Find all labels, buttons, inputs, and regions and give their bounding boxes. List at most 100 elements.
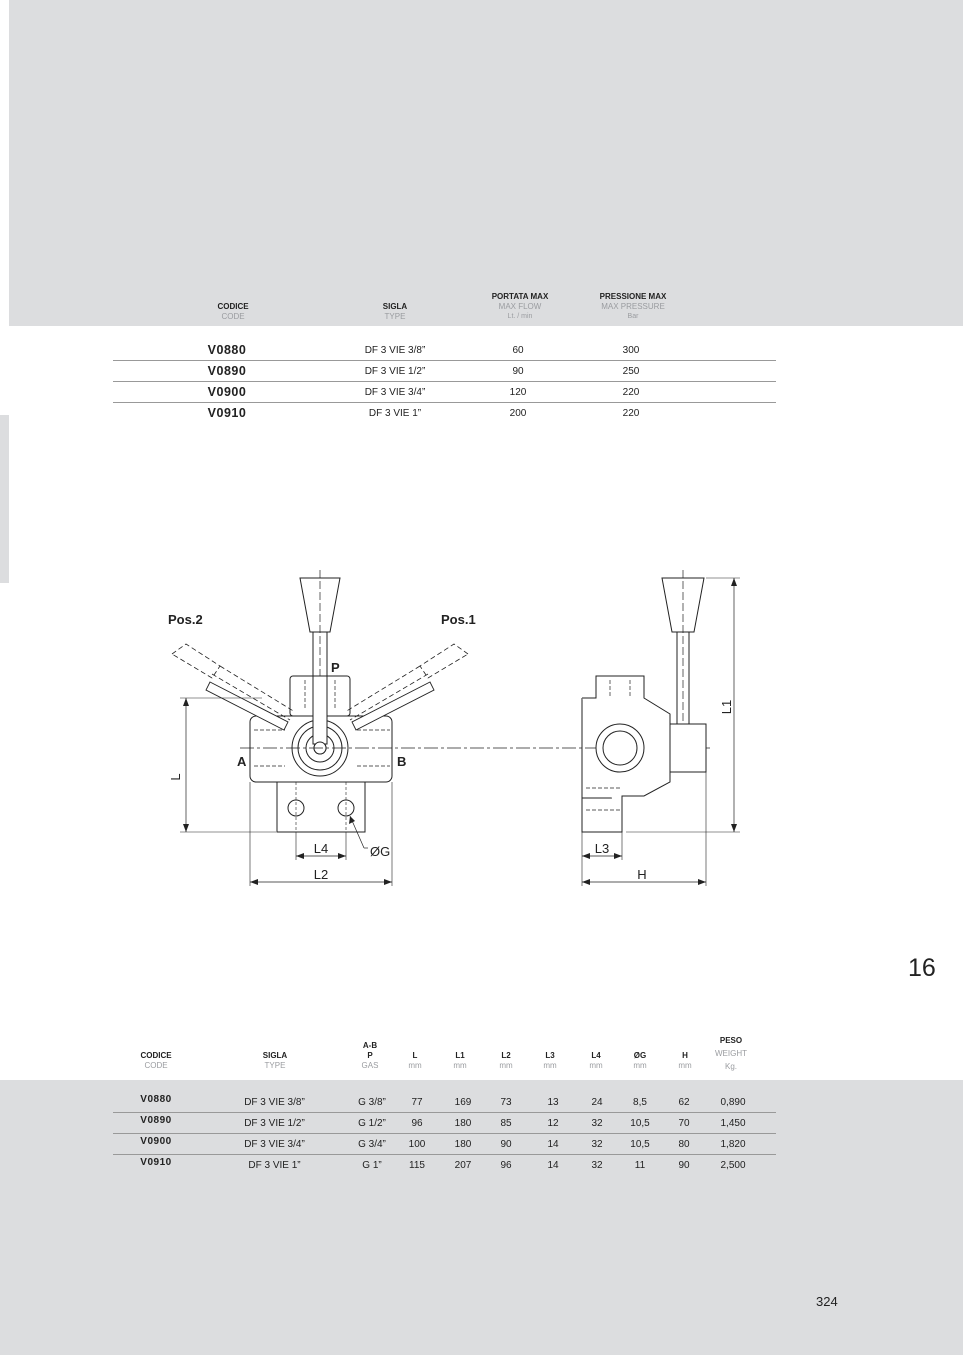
product-code: V0890	[207, 364, 247, 378]
dim-h: 70	[678, 1118, 690, 1129]
max-flow: 200	[509, 408, 527, 419]
dim-l3: 14	[547, 1139, 559, 1150]
t1-header-pressure: PRESSIONE MAX MAX PRESSURE Bar	[599, 292, 667, 320]
dim-l1: 207	[454, 1160, 472, 1171]
gas-size: G 3/4”	[358, 1139, 386, 1150]
side-tab	[0, 415, 9, 583]
dim-h: 62	[678, 1097, 690, 1108]
product-code: V0910	[207, 406, 247, 420]
product-type: DF 3 VIE 1/2”	[364, 366, 426, 377]
dim-l-label: L	[168, 773, 183, 780]
max-pressure: 220	[622, 387, 640, 398]
chapter-number: 16	[908, 954, 936, 982]
t2-header-l2: L2 mm	[499, 1051, 513, 1070]
dim-l4: 24	[591, 1097, 603, 1108]
max-flow: 120	[509, 387, 527, 398]
dim-l3: 12	[547, 1118, 559, 1129]
product-type: DF 3 VIE 1/2”	[244, 1118, 305, 1129]
port-a-label: A	[237, 754, 247, 769]
dim-l1-label: L1	[719, 700, 734, 714]
dim-h-label: H	[637, 867, 646, 882]
dim-g: 11	[634, 1160, 646, 1171]
product-code: V0910	[140, 1157, 172, 1168]
max-flow: 60	[512, 345, 524, 356]
t2-header-l: L mm	[408, 1051, 422, 1070]
dim-l4-label: L4	[314, 841, 328, 856]
product-code: V0900	[140, 1136, 172, 1147]
gas-size: G 1”	[362, 1160, 382, 1171]
t2-header-h: H mm	[678, 1051, 692, 1070]
pos1-label: Pos.1	[441, 612, 476, 627]
row-divider	[113, 1154, 776, 1155]
dim-l3: 14	[547, 1160, 559, 1171]
dim-l: 115	[409, 1160, 425, 1171]
gas-size: G 3/8”	[358, 1097, 386, 1108]
t2-header-l3: L3 mm	[543, 1051, 557, 1070]
max-flow: 90	[512, 366, 524, 377]
port-b-label: B	[397, 754, 406, 769]
row-divider	[113, 1133, 776, 1134]
dim-l2: 90	[500, 1139, 512, 1150]
dim-l: 96	[411, 1118, 423, 1129]
dim-l: 77	[411, 1097, 423, 1108]
dim-l2: 73	[500, 1097, 512, 1108]
product-type: DF 3 VIE 3/4”	[244, 1139, 305, 1150]
product-code: V0880	[207, 343, 247, 357]
t2-header-code: CODICE CODE	[140, 1051, 172, 1070]
product-code: V0880	[140, 1094, 172, 1105]
dim-g: 10,5	[630, 1139, 650, 1150]
gas-size: G 1/2”	[358, 1118, 386, 1129]
dim-l: 100	[408, 1139, 426, 1150]
top-header-band	[9, 0, 963, 326]
product-code: V0900	[207, 385, 247, 399]
table2-body: V0880 DF 3 VIE 3/8” G 3/8” 77 169 73 13 …	[0, 1090, 963, 1171]
dim-g: 8,5	[633, 1097, 647, 1108]
row-divider	[113, 402, 776, 403]
port-p-label: P	[331, 660, 340, 675]
dim-h: 80	[678, 1139, 690, 1150]
dim-g-label: ØG	[370, 844, 390, 859]
dim-l2-label: L2	[314, 867, 328, 882]
bottom-band	[0, 1080, 963, 1355]
t1-header-type: SIGLA TYPE	[382, 302, 408, 321]
product-type: DF 3 VIE 1”	[248, 1160, 301, 1171]
weight: 2,500	[720, 1160, 746, 1171]
t1-header-code: CODICE CODE	[217, 302, 249, 321]
product-type: DF 3 VIE 3/8”	[244, 1097, 305, 1108]
dim-l1: 180	[454, 1139, 472, 1150]
dim-h: 90	[678, 1160, 690, 1171]
dim-g: 10,5	[630, 1118, 650, 1129]
max-pressure: 220	[622, 408, 640, 419]
product-type: DF 3 VIE 3/8”	[364, 345, 426, 356]
dim-l4: 32	[591, 1139, 603, 1150]
max-pressure: 250	[622, 366, 640, 377]
dim-l2: 96	[500, 1160, 512, 1171]
dim-l2: 85	[500, 1118, 512, 1129]
pos2-label: Pos.2	[168, 612, 203, 627]
t2-header-l1: L1 mm	[453, 1051, 467, 1070]
t2-header-g: ØG mm	[633, 1051, 647, 1070]
product-type: DF 3 VIE 3/4”	[364, 387, 426, 398]
row-divider	[113, 381, 776, 382]
row-divider	[113, 360, 776, 361]
t1-header-flow: PORTATA MAX MAX FLOW Lt. / min	[491, 292, 549, 320]
dim-l1: 180	[454, 1118, 472, 1129]
page-number: 324	[816, 1294, 838, 1309]
dim-l3: 13	[547, 1097, 559, 1108]
weight: 1,450	[720, 1118, 746, 1129]
valve-technical-drawing: Pos.2 Pos.1 P A B L L4 ØG L2 L1 L3 H	[168, 570, 740, 886]
t2-header-type: SIGLA TYPE	[262, 1051, 288, 1070]
t2-header-gas: A-B P GAS	[361, 1041, 379, 1070]
dim-l1: 169	[454, 1097, 472, 1108]
max-pressure: 300	[622, 345, 640, 356]
t2-header-l4: L4 mm	[589, 1051, 603, 1070]
dim-l4: 32	[591, 1160, 603, 1171]
weight: 1,820	[720, 1139, 746, 1150]
dim-l4: 32	[591, 1118, 603, 1129]
weight: 0,890	[720, 1097, 746, 1108]
product-code: V0890	[140, 1115, 172, 1126]
product-type: DF 3 VIE 1”	[368, 408, 422, 419]
t2-header-weight: PESO WEIGHT Kg.	[715, 1036, 747, 1071]
dim-l3-label: L3	[595, 841, 609, 856]
row-divider	[113, 1112, 776, 1113]
